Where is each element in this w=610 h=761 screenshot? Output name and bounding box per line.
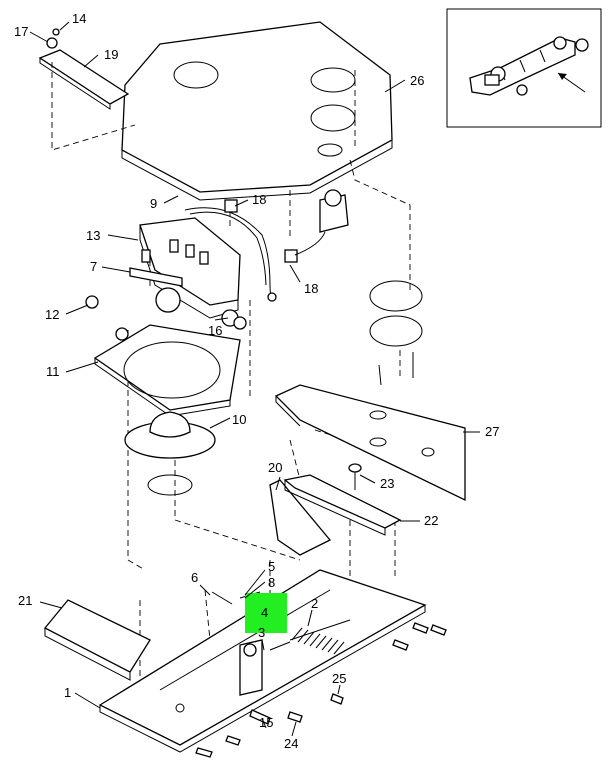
locator-inset xyxy=(446,8,602,128)
callout-11: 11 xyxy=(46,364,60,379)
callout-16: 16 xyxy=(208,323,222,338)
callout-18a: 18 xyxy=(252,192,266,207)
part-20-part-22 xyxy=(269,463,402,556)
callout-2: 2 xyxy=(311,596,318,611)
callout-18b: 18 xyxy=(304,281,318,296)
callout-4: 4 xyxy=(261,605,268,620)
part-13-bracket xyxy=(129,217,247,330)
callout-3: 3 xyxy=(258,625,265,640)
callout-12: 12 xyxy=(45,307,59,322)
highlight-box[interactable] xyxy=(245,593,287,633)
part-2-spring xyxy=(239,619,351,696)
part-27-bracket xyxy=(274,280,466,502)
callout-23: 23 xyxy=(380,476,394,491)
part-21-block xyxy=(43,599,151,681)
callout-6: 6 xyxy=(191,570,198,585)
part-11-plate xyxy=(85,295,241,417)
callout-22: 22 xyxy=(424,513,438,528)
callout-13: 13 xyxy=(86,228,100,243)
callout-25: 25 xyxy=(332,671,346,686)
part-19-bar xyxy=(38,28,130,110)
part-18-clips xyxy=(184,189,349,302)
callout-9: 9 xyxy=(150,196,157,211)
callout-15: 15 xyxy=(259,715,273,730)
callout-27: 27 xyxy=(485,424,499,439)
callout-20: 20 xyxy=(268,460,282,475)
part-10-diaphragm xyxy=(124,411,216,496)
callout-24: 24 xyxy=(284,736,298,751)
callout-10: 10 xyxy=(232,412,246,427)
part-26-top-plate xyxy=(121,21,393,201)
callout-7: 7 xyxy=(90,259,97,274)
leader-lines xyxy=(29,21,480,737)
callouts: 14 17 19 26 9 18 13 7 18 12 16 11 10 27 … xyxy=(14,11,499,751)
bolts xyxy=(195,591,447,758)
callout-17: 17 xyxy=(14,24,28,39)
callout-19: 19 xyxy=(104,47,118,62)
callout-1: 1 xyxy=(64,685,71,700)
callout-14: 14 xyxy=(72,11,86,26)
callout-8: 8 xyxy=(268,575,275,590)
callout-21: 21 xyxy=(18,593,32,608)
callout-26: 26 xyxy=(410,73,424,88)
callout-5: 5 xyxy=(268,559,275,574)
